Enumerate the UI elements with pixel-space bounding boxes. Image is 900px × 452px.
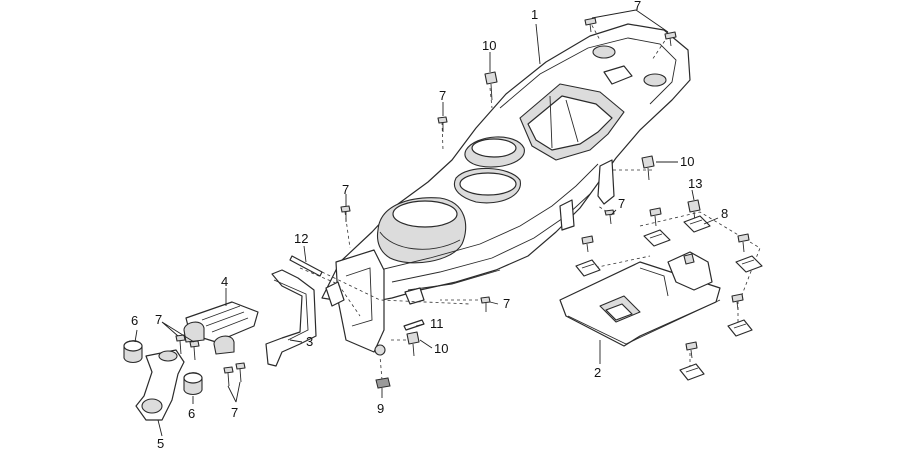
callout-7-left: 7 bbox=[342, 182, 349, 197]
callout-labels: 1 7 10 7 10 13 8 7 7 12 4 7 6 7 11 3 10 … bbox=[131, 0, 728, 451]
part-2-under-tray bbox=[559, 251, 721, 347]
callout-7-bracket: 7 bbox=[155, 312, 162, 327]
callout-13: 13 bbox=[688, 176, 702, 191]
callout-9: 9 bbox=[377, 401, 384, 416]
callout-5: 5 bbox=[157, 436, 164, 451]
callout-7-mid: 7 bbox=[503, 296, 510, 311]
callout-10-right: 10 bbox=[680, 154, 694, 169]
callout-2: 2 bbox=[594, 365, 601, 380]
callout-3: 3 bbox=[306, 334, 313, 349]
leader-lines bbox=[134, 9, 719, 437]
part-4-plate-bracket bbox=[183, 301, 259, 355]
callout-6-top: 6 bbox=[131, 313, 138, 328]
callout-1: 1 bbox=[531, 7, 538, 22]
part-8-clip-nuts bbox=[575, 215, 763, 381]
callout-10-top: 10 bbox=[482, 38, 496, 53]
part-1-body-tub bbox=[321, 23, 691, 356]
callout-7-upper-left: 7 bbox=[439, 88, 446, 103]
callout-8: 8 bbox=[721, 206, 728, 221]
part-3-tube-bracket bbox=[265, 269, 317, 367]
callout-4: 4 bbox=[221, 274, 228, 289]
part-5-link-arm bbox=[135, 349, 185, 421]
callout-12: 12 bbox=[294, 231, 308, 246]
callout-7-tab: 7 bbox=[618, 196, 625, 211]
callout-7-bottom: 7 bbox=[231, 405, 238, 420]
callout-10-bottom: 10 bbox=[434, 341, 448, 356]
callout-11: 11 bbox=[430, 316, 444, 331]
callout-7-top: 7 bbox=[634, 0, 641, 13]
part-6-bushings bbox=[123, 340, 203, 396]
fasteners bbox=[175, 17, 750, 389]
callout-6-bottom: 6 bbox=[188, 406, 195, 421]
part-12-rod bbox=[289, 255, 323, 277]
